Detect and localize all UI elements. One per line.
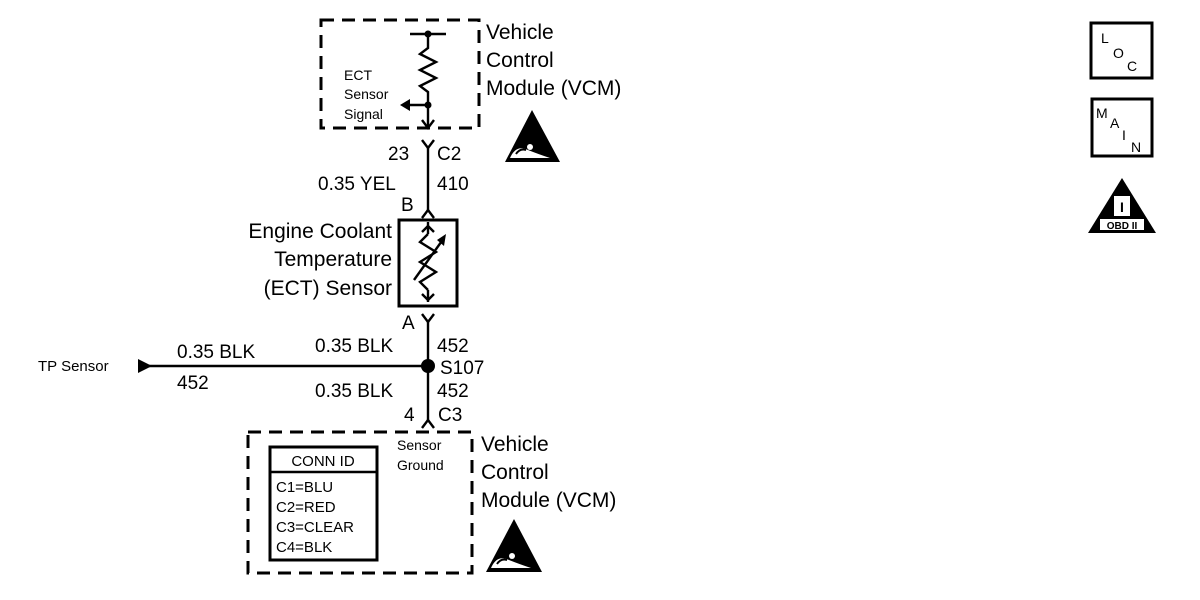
tp-arrow-icon: [138, 359, 152, 373]
vcm-pullup-resistor: [400, 30, 446, 130]
pin-a-terminal: [421, 313, 435, 324]
main-a: A: [1110, 115, 1120, 131]
main-n: N: [1131, 139, 1141, 155]
tp-sensor-label: TP Sensor: [38, 358, 109, 375]
loc-o: O: [1113, 45, 1124, 61]
pin-b-terminal: [421, 208, 435, 219]
loc-icon: [1089, 21, 1154, 80]
ect-signal-label-2: Sensor: [344, 86, 389, 102]
tp-gauge: 0.35 BLK: [177, 342, 255, 363]
splice-id: S107: [440, 358, 484, 379]
conn-id-row: C4=BLK: [276, 539, 332, 556]
vcm-top-box: [319, 18, 481, 130]
conn-id-table: [268, 445, 379, 562]
sensor-name-2: Temperature: [274, 248, 392, 271]
c3-pin: 4: [404, 405, 415, 426]
loc-c: C: [1127, 58, 1137, 74]
ect-signal-label-3: Signal: [344, 106, 383, 122]
conn-id-header: CONN ID: [291, 453, 355, 470]
sensor-ground-2: Ground: [397, 457, 444, 473]
loc-l: L: [1101, 30, 1109, 46]
sensor-name-3: (ECT) Sensor: [264, 277, 392, 300]
wire-c3-circuit: 452: [437, 381, 469, 402]
main-i: I: [1122, 127, 1126, 143]
obd-label: OBD II: [1107, 221, 1138, 232]
wire-a-circuit: 452: [437, 336, 469, 357]
main-icon: [1090, 97, 1154, 158]
c3-id: C3: [438, 405, 462, 426]
obd-glyph: I: [1120, 199, 1124, 215]
esd-warning-icon: [505, 110, 560, 162]
c2-id: C2: [437, 144, 461, 165]
wire-top-circuit: 410: [437, 174, 469, 195]
c2-pin: 23: [388, 144, 409, 165]
conn-id-row: C2=RED: [276, 499, 336, 516]
vcm-top-title-1: Vehicle: [486, 21, 554, 44]
vcm-top-title-2: Control: [486, 49, 554, 72]
vcm-bottom-title-2: Control: [481, 461, 549, 484]
sensor-pin-b: B: [401, 195, 414, 216]
wire-top-gauge: 0.35 YEL: [318, 174, 396, 195]
thermistor-icon: [413, 222, 446, 302]
sensor-ground-1: Sensor: [397, 437, 442, 453]
connector-c2: [421, 139, 435, 150]
main-m: M: [1096, 105, 1108, 121]
wire-c3-gauge: 0.35 BLK: [315, 381, 393, 402]
ect-signal-label-1: ECT: [344, 67, 372, 83]
vcm-bottom-title-3: Module (VCM): [481, 489, 616, 512]
connector-c3: [421, 418, 435, 429]
sensor-pin-a: A: [402, 313, 415, 334]
tp-circuit: 452: [177, 373, 209, 394]
vcm-bottom-box: [246, 430, 474, 575]
wire-a-gauge: 0.35 BLK: [315, 336, 393, 357]
vcm-bottom-title-1: Vehicle: [481, 433, 549, 456]
conn-id-row: C1=BLU: [276, 479, 333, 496]
sensor-name-1: Engine Coolant: [248, 220, 392, 243]
conn-id-row: C3=CLEAR: [276, 519, 354, 536]
vcm-top-title-3: Module (VCM): [486, 77, 621, 100]
obd-ii-icon: [1088, 178, 1156, 233]
esd-warning-icon: [486, 519, 542, 572]
